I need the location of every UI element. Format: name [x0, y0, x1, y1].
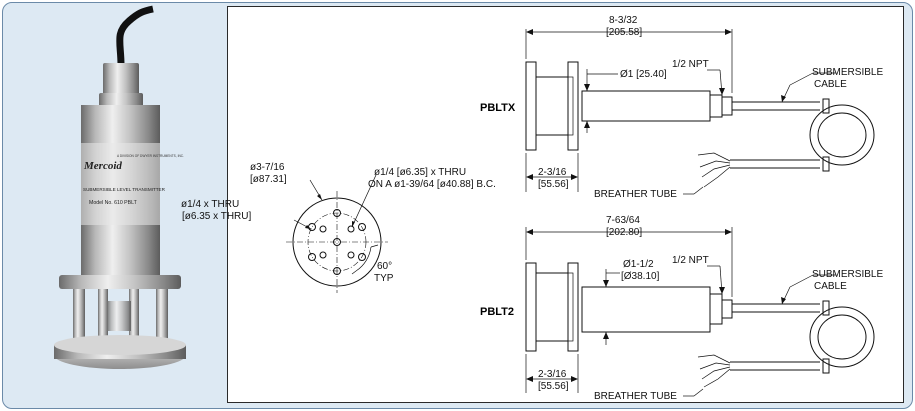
pbltx-drawing: [525, 29, 875, 195]
leg: [156, 289, 168, 347]
leg: [129, 289, 139, 345]
pbltx-body-dia: Ø1 [25.40]: [620, 69, 667, 80]
pbltx-flange-left: [525, 61, 537, 151]
hole-left-label-2: [ø6.35 x THRU]: [182, 211, 251, 222]
bolt-hole: [333, 209, 341, 217]
upper-flange: [59, 275, 181, 289]
badge-sub: A DIVISION OF DWYER INSTRUMENTS, INC.: [117, 154, 184, 158]
pbltx-flange-body: [535, 76, 569, 136]
bolt-hole: [308, 253, 316, 261]
pblt2-body: [581, 286, 711, 333]
inner-hole: [347, 225, 355, 233]
bolt-hole: [358, 223, 366, 231]
center-hole: [333, 238, 341, 246]
pblt2-body-dia: Ø1-1/2: [623, 259, 654, 270]
pbltx-flange-len: 2-3/16: [538, 167, 567, 178]
top-fitting: [103, 63, 139, 95]
pblt2-flange-left: [525, 262, 537, 352]
leg: [73, 289, 85, 347]
flange-end-view: [286, 174, 388, 293]
pbltx-cable-label-2: CABLE: [814, 79, 847, 90]
pbltx-breather-label: BREATHER TUBE: [594, 189, 677, 200]
hole-bc-label-1: ø1/4 [ø6.35] x THRU: [374, 167, 466, 178]
pblt2-cable-label-2: CABLE: [814, 281, 847, 292]
model-text: Model No. 610 PBLT: [89, 200, 138, 206]
pblt2-overall-len: 7-63/64: [606, 215, 640, 226]
pbltx-npt-label: 1/2 NPT: [672, 59, 709, 70]
bolt-hole: [358, 253, 366, 261]
pbltx-overall-len: 8-3/32: [609, 15, 638, 26]
pblt2-flange-len: 2-3/16: [538, 369, 567, 380]
badge-brand: Mercoid: [83, 160, 122, 172]
pbltx-cable-label-1: SUBMERSIBLE: [812, 67, 883, 78]
cable-image: [116, 5, 154, 66]
pblt2-npt-label: 1/2 NPT: [672, 255, 709, 266]
pbltx-model-label: PBLTX: [480, 102, 516, 114]
pblt2-flange-len-mm: [55.56]: [538, 381, 569, 392]
inner-hole: [319, 251, 327, 259]
hole-left-label-1: ø1/4 x THRU: [181, 199, 239, 210]
angle-label: 60°: [377, 261, 392, 272]
inner-hole: [347, 251, 355, 259]
angle-typ-label: TYP: [374, 273, 394, 284]
pblt2-breather-label: BREATHER TUBE: [594, 391, 677, 402]
pblt2-cable-label-1: SUBMERSIBLE: [812, 269, 883, 280]
sensor-photo: Mercoid A DIVISION OF DWYER INSTRUMENTS,…: [54, 5, 186, 369]
bolt-hole: [333, 267, 341, 275]
band-text: SUBMERSIBLE LEVEL TRANSMITTER: [83, 187, 166, 192]
outer-dia-mm-label: [ø87.31]: [250, 174, 287, 185]
pblt2-model-label: PBLT2: [480, 306, 514, 318]
pblt2-npt-fitting: [709, 293, 723, 325]
pblt2-overall-len-mm: [202.80]: [606, 227, 642, 238]
pblt2-drawing: [525, 227, 875, 397]
dimension-drawings: ø3-7/16 [ø87.31] ø1/4 x THRU [ø6.35 x TH…: [181, 15, 883, 402]
inner-hole: [319, 225, 327, 233]
pbltx-cable-loop: [809, 104, 875, 166]
pbltx-body: [581, 90, 711, 122]
hole-bc-label-2: ON A ø1-39/64 [ø40.88] B.C.: [368, 179, 496, 190]
drawing-panel: ø3-7/16 [ø87.31] ø1/4 x THRU [ø6.35 x TH…: [181, 6, 904, 403]
leg: [98, 289, 108, 345]
flange-outline: [292, 197, 382, 287]
pblt2-flange-body: [535, 272, 569, 342]
pblt2-body-dia-mm: [Ø38.10]: [621, 271, 660, 282]
pbltx-flange-len-mm: [55.56]: [538, 179, 569, 190]
pbltx-npt-fitting: [709, 94, 723, 118]
bolt-hole: [308, 223, 316, 231]
pbltx-overall-len-mm: [205.58]: [606, 27, 642, 38]
outer-dia-label: ø3-7/16: [250, 162, 285, 173]
pblt2-cable-loop: [809, 306, 875, 368]
